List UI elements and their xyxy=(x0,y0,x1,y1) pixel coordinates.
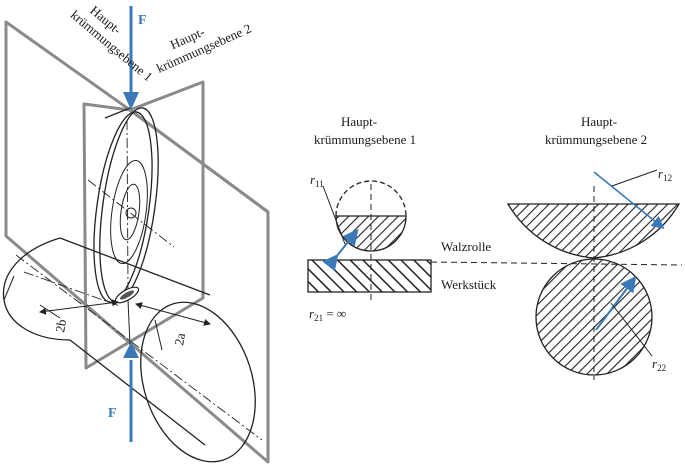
label-2b: 2b xyxy=(52,318,69,333)
label-r11: r11 xyxy=(310,172,324,189)
plane-1-label: Haupt- krümmungsebene 1 xyxy=(68,3,156,85)
heading-plane1-line1: Haupt- xyxy=(341,114,377,129)
workpiece-cylinder xyxy=(2,237,263,463)
heading-plane2-line2: krümmungsebene 2 xyxy=(545,132,647,147)
label-walzrolle: Walzrolle xyxy=(441,239,491,254)
principal-plane-2 xyxy=(82,80,205,370)
label-werkstueck: Werkstück xyxy=(441,277,497,292)
dimension-2b: 2b xyxy=(39,299,119,334)
section-plane-1: Haupt- krümmungsebene 1 r11 r21 = ∞ xyxy=(307,114,432,323)
force-label-top: F xyxy=(138,13,147,28)
workpiece-section-plane1 xyxy=(307,259,432,293)
svg-text:krümmungsebene 2: krümmungsebene 2 xyxy=(154,21,253,76)
force-arrow-top: F xyxy=(123,6,147,110)
plane-2-label: Haupt- krümmungsebene 2 xyxy=(154,21,253,76)
heading-plane2-line1: Haupt- xyxy=(581,114,617,129)
heading-plane1-line2: krümmungsebene 1 xyxy=(314,132,416,147)
force-label-bottom: F xyxy=(108,406,117,421)
force-arrow-bottom: F xyxy=(108,342,139,442)
label-r12: r12 xyxy=(658,166,672,183)
dimension-2a: 2a xyxy=(127,299,211,351)
principal-plane-1 xyxy=(4,20,270,464)
left-3d-view: 2b 2a F F Haupt- krümmungsebene 1 Haupt- xyxy=(2,3,270,464)
label-r21: r21 = ∞ xyxy=(309,306,346,323)
roller-disk xyxy=(87,107,175,304)
label-r22: r22 xyxy=(652,356,666,373)
section-plane-2: Haupt- krümmungsebene 2 Walzrolle Werkst… xyxy=(441,114,681,380)
label-2a: 2a xyxy=(171,332,188,347)
